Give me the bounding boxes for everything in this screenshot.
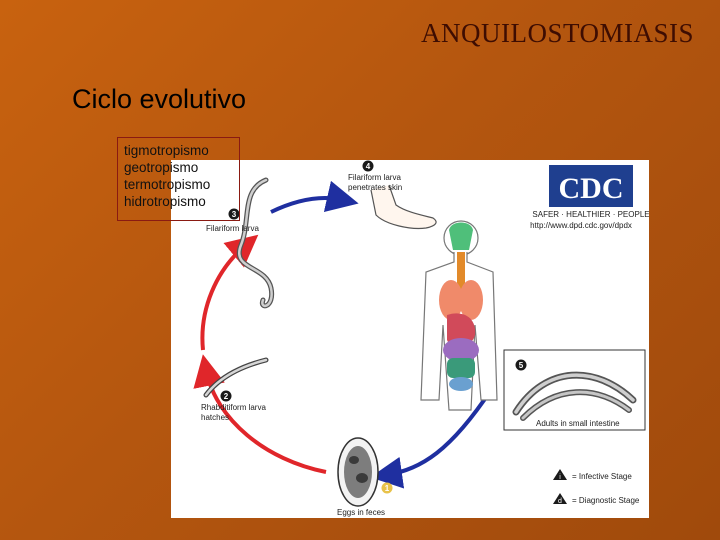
cdc-logo-text: CDC bbox=[559, 172, 624, 205]
stage-number-1: 1 bbox=[385, 484, 390, 493]
slide-title: ANQUILOSTOMIASIS bbox=[420, 18, 694, 48]
stage-number-4: 4 bbox=[366, 162, 371, 171]
term-hidrotropismo: hidrotropismo bbox=[124, 194, 206, 209]
legend-symbol-diagnostic: d bbox=[558, 498, 562, 505]
slide-subtitle: Ciclo evolutivo bbox=[72, 84, 247, 114]
stage-badge-3 bbox=[228, 208, 240, 220]
legend-symbol-infective: i bbox=[559, 474, 561, 481]
stage-2-label: hatches bbox=[201, 413, 229, 422]
life-cycle-figure: CDC SAFER · HEALTHIER · PEOPLE http://ww… bbox=[171, 160, 649, 518]
rhabditiform-larva-drawing bbox=[203, 357, 269, 398]
legend: i = Infective Stage d = Diagnostic Stage bbox=[553, 469, 640, 505]
term-termotropismo: termotropismo bbox=[124, 177, 211, 192]
stage-badge-2 bbox=[220, 390, 232, 402]
legend-infective-label: = Infective Stage bbox=[572, 472, 632, 481]
filariform-larva-drawing bbox=[236, 177, 275, 309]
stage-badge-4 bbox=[362, 160, 374, 172]
cdc-logo bbox=[549, 165, 633, 207]
arrow-filariform-to-skin bbox=[270, 180, 359, 214]
human-figure-drawing bbox=[420, 220, 498, 411]
arrow-rhabditiform-to-filariform bbox=[200, 234, 259, 351]
legend-diagnostic-label: = Diagnostic Stage bbox=[572, 496, 640, 505]
stage-badge-5 bbox=[515, 359, 527, 371]
term-tigmotropismo: tigmotropismo bbox=[124, 143, 209, 158]
arrow-host-to-eggs bbox=[370, 388, 493, 489]
eggs-label: Eggs in feces bbox=[337, 508, 385, 517]
foot-drawing bbox=[370, 184, 437, 230]
stage-5-label: Adults in small intestine bbox=[536, 419, 620, 428]
life-cycle-diagram: CDC SAFER · HEALTHIER · PEOPLE http://ww… bbox=[193, 160, 649, 517]
term-geotropismo: geotropismo bbox=[124, 160, 199, 175]
stage-4-label: penetrates skin bbox=[348, 183, 402, 192]
stage-3-label: Filariform larva bbox=[206, 224, 259, 233]
stage-2-label: Rhabditiform larva bbox=[201, 403, 266, 412]
stage-badge-1 bbox=[381, 482, 393, 494]
stage-number-5: 5 bbox=[519, 361, 524, 370]
stage-number-2: 2 bbox=[224, 392, 229, 401]
cdc-url: http://www.dpd.cdc.gov/dpdx bbox=[530, 221, 632, 230]
stage-4-label: Filariform larva bbox=[348, 173, 401, 182]
terms-box: tigmotropismo geotropismo termotropismo … bbox=[117, 137, 240, 221]
cdc-tagline: SAFER · HEALTHIER · PEOPLE bbox=[532, 210, 649, 219]
stage-number-3: 3 bbox=[232, 210, 237, 219]
